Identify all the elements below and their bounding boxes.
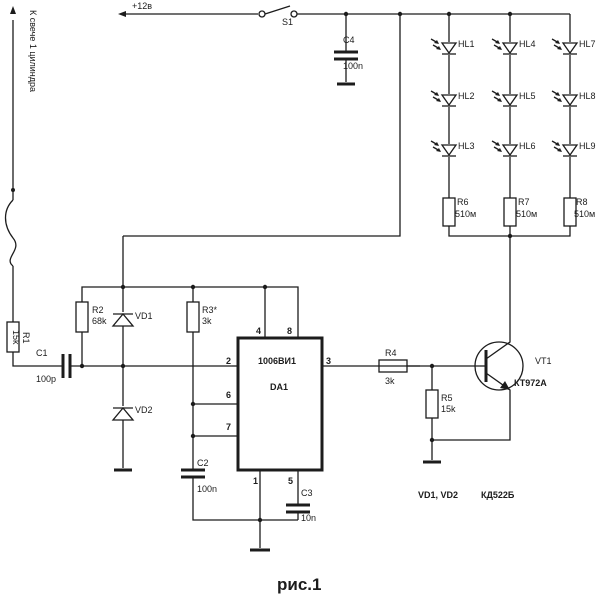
vd-chain bbox=[111, 14, 401, 472]
c1-value: 100p bbox=[36, 374, 56, 384]
r7-value: 510м bbox=[516, 209, 537, 219]
column-resistor bbox=[503, 197, 517, 227]
c1-capacitor bbox=[35, 354, 232, 378]
led-label: HL7 bbox=[579, 39, 596, 49]
da1-ref: DA1 bbox=[270, 382, 288, 392]
diode-note-parts: VD1, VD2 bbox=[418, 490, 458, 500]
da1-supply-wiring bbox=[123, 284, 299, 338]
c4-capacitor bbox=[334, 14, 358, 86]
input-lead bbox=[4, 6, 35, 367]
r2-ref: R2 bbox=[92, 305, 104, 315]
c2-ref: C2 bbox=[197, 458, 209, 468]
column-resistor bbox=[442, 197, 456, 227]
da1-pin8: 8 bbox=[287, 326, 292, 336]
input-label: К свече 1 цилиндра bbox=[28, 10, 38, 92]
led-hl7: HL7 bbox=[551, 38, 596, 55]
da1-chip bbox=[232, 336, 420, 548]
supply-label: +12в bbox=[132, 1, 152, 11]
da1-pin7: 7 bbox=[226, 422, 231, 432]
r5-value: 15k bbox=[441, 404, 456, 414]
da1-pin3: 3 bbox=[326, 356, 331, 366]
c2-capacitor bbox=[181, 468, 298, 521]
da1-pin5: 5 bbox=[288, 476, 293, 486]
r8-ref: R8 bbox=[576, 197, 588, 207]
diode-note-type: КД522Б bbox=[481, 490, 515, 500]
r6-value: 510м bbox=[455, 209, 476, 219]
c3-ref: C3 bbox=[301, 488, 313, 498]
led-label: HL4 bbox=[519, 39, 536, 49]
column-resistor bbox=[563, 197, 577, 227]
r4-ref: R4 bbox=[385, 348, 397, 358]
c3-value: 10n bbox=[301, 513, 316, 523]
r5-resistor bbox=[423, 366, 511, 464]
c1-ref: C1 bbox=[36, 348, 48, 358]
r5-ref: R5 bbox=[441, 393, 453, 403]
led-label: HL1 bbox=[458, 39, 475, 49]
led-hl9: HL9 bbox=[551, 140, 596, 157]
led-hl4: HL4 bbox=[491, 38, 536, 55]
r8-value: 510м bbox=[574, 209, 595, 219]
r1-resistor bbox=[6, 321, 20, 353]
da1-pin6: 6 bbox=[226, 390, 231, 400]
c4-value: 100n bbox=[343, 61, 363, 71]
s1-label: S1 bbox=[282, 17, 293, 27]
led-label: HL2 bbox=[458, 91, 475, 101]
led-label: HL8 bbox=[579, 91, 596, 101]
r3-value: 3k bbox=[202, 316, 212, 326]
supply-rail bbox=[118, 5, 570, 18]
led-label: HL6 bbox=[519, 141, 536, 151]
led-hl5: HL5 bbox=[491, 90, 536, 107]
c2-value: 100n bbox=[197, 484, 217, 494]
r3-ref: R3* bbox=[202, 305, 218, 315]
led-hl3: HL3 bbox=[430, 140, 475, 157]
led-hl1: HL1 bbox=[430, 38, 475, 55]
r2-value: 68k bbox=[92, 316, 107, 326]
r1-value: 15k bbox=[11, 330, 21, 345]
led-hl8: HL8 bbox=[551, 90, 596, 107]
da1-type: 1006ВИ1 bbox=[258, 356, 296, 366]
da1-pin4: 4 bbox=[256, 326, 261, 336]
c4-ref: C4 bbox=[343, 35, 355, 45]
vt1-type: КТ972А bbox=[514, 378, 547, 388]
led-label: HL3 bbox=[458, 141, 475, 151]
da1-pin2: 2 bbox=[226, 356, 231, 366]
r6-ref: R6 bbox=[457, 197, 469, 207]
r3-resistor bbox=[186, 284, 238, 470]
led-label: HL9 bbox=[579, 141, 596, 151]
vt1-ref: VT1 bbox=[535, 356, 552, 366]
led-hl6: HL6 bbox=[491, 140, 536, 157]
r2-resistor bbox=[75, 286, 123, 369]
led-hl2: HL2 bbox=[430, 90, 475, 107]
c3-capacitor bbox=[250, 503, 310, 552]
led-label: HL5 bbox=[519, 91, 536, 101]
vt1-transistor bbox=[474, 236, 524, 392]
r7-ref: R7 bbox=[518, 197, 530, 207]
da1-pin1: 1 bbox=[253, 476, 258, 486]
vd1-label: VD1 bbox=[135, 311, 153, 321]
figure-caption: рис.1 bbox=[277, 575, 321, 594]
r1-ref: R1 bbox=[21, 332, 31, 344]
vd2-label: VD2 bbox=[135, 405, 153, 415]
r4-value: 3k bbox=[385, 376, 395, 386]
